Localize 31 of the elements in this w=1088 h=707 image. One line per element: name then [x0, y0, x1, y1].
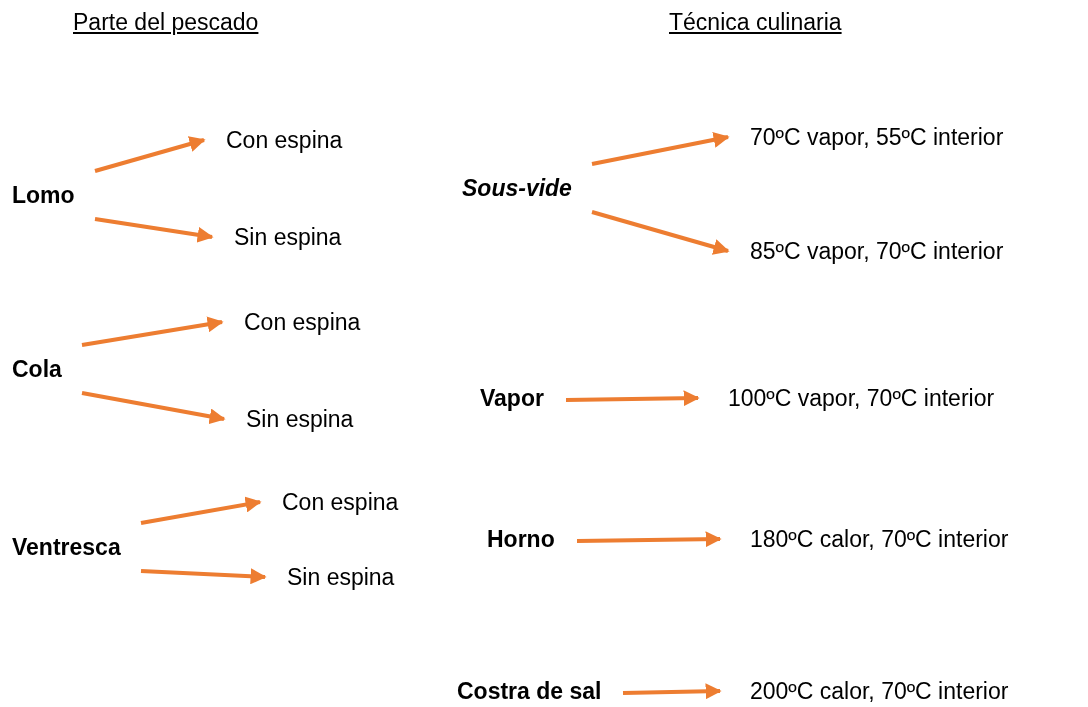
option-text: Con espina: [226, 126, 343, 154]
option-text: 180ºC calor, 70ºC interior: [750, 525, 1009, 553]
arrow: [94, 136, 206, 173]
option-text: 200ºC calor, 70ºC interior: [750, 677, 1009, 705]
category-text: Sous-vide: [462, 174, 572, 202]
arrow: [565, 390, 700, 407]
column-heading: Técnica culinaria: [669, 8, 842, 36]
category-text: Lomo: [12, 181, 75, 209]
column-heading: Parte del pescado: [73, 8, 259, 36]
arrow: [591, 131, 730, 166]
category-text: Costra de sal: [457, 677, 602, 705]
arrow: [591, 210, 730, 255]
arrow: [622, 683, 722, 700]
category-text: Cola: [12, 355, 62, 383]
category-text: Horno: [487, 525, 555, 553]
option-text: Sin espina: [246, 405, 354, 433]
arrow: [140, 496, 262, 525]
option-text: 70ºC vapor, 55ºC interior: [750, 123, 1004, 151]
arrow: [81, 391, 226, 425]
arrow: [576, 531, 722, 548]
option-text: Sin espina: [287, 563, 395, 591]
option-text: 100ºC vapor, 70ºC interior: [728, 384, 995, 412]
option-text: Con espina: [244, 308, 361, 336]
option-text: Sin espina: [234, 223, 342, 251]
arrow: [94, 217, 214, 243]
option-text: 85ºC vapor, 70ºC interior: [750, 237, 1004, 265]
option-text: Con espina: [282, 488, 399, 516]
category-text: Vapor: [480, 384, 544, 412]
category-text: Ventresca: [12, 533, 121, 561]
arrow: [140, 568, 267, 585]
arrow: [81, 316, 224, 347]
